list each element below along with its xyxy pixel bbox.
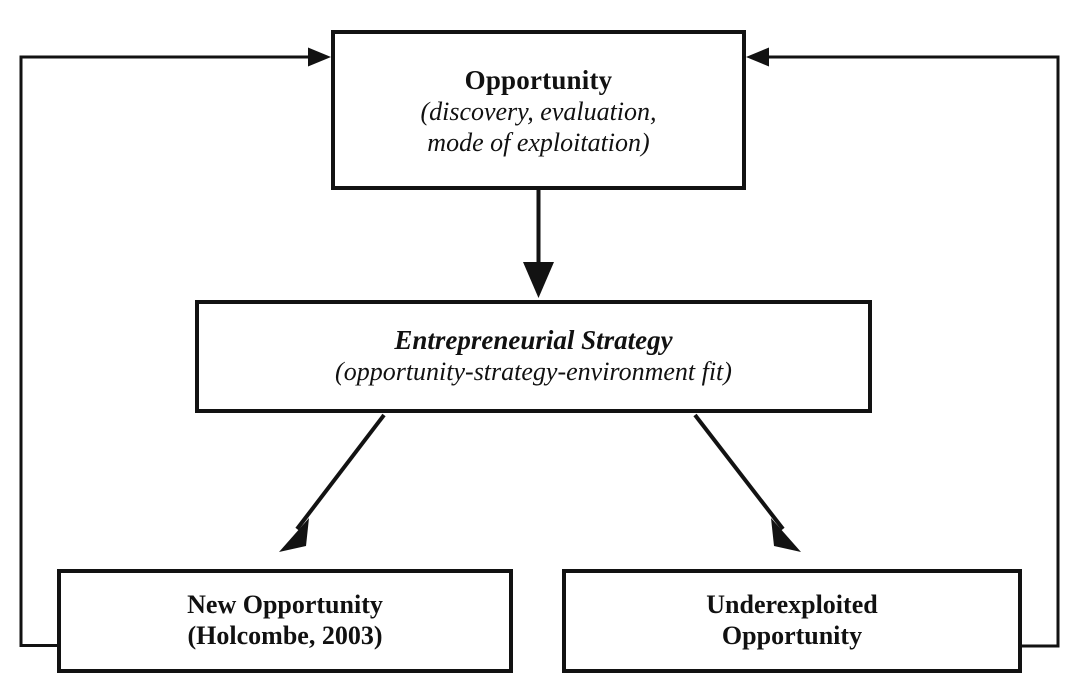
strategy-to-new-opportunity-arrowhead [279, 518, 309, 552]
node-opportunity-subtitle-line-1: (discovery, evaluation, [420, 97, 657, 127]
node-underexploited-opportunity-title-line-2: Opportunity [721, 621, 863, 650]
node-opportunity-subtitle-line-2: mode of exploitation) [427, 127, 650, 157]
node-underexploited-opportunity[interactable]: Underexploited Opportunity [562, 569, 1022, 673]
connector-strategy-to-new-opportunity [279, 413, 386, 552]
opportunity-to-strategy-arrowhead [523, 262, 554, 298]
node-opportunity-title: Opportunity [464, 65, 613, 96]
underexploited-feedback-arrowhead [746, 47, 769, 67]
node-entrepreneurial-strategy[interactable]: Entrepreneurial Strategy (opportunity-st… [195, 300, 872, 413]
new-opportunity-feedback-arrowhead [308, 47, 331, 67]
strategy-to-new-opportunity-line [295, 413, 386, 531]
node-new-opportunity-citation: (Holcombe, 2003) [187, 621, 383, 650]
node-new-opportunity[interactable]: New Opportunity (Holcombe, 2003) [57, 569, 513, 673]
strategy-to-underexploited-line [693, 413, 785, 531]
node-entrepreneurial-strategy-subtitle: (opportunity-strategy-environment fit) [335, 357, 732, 387]
node-new-opportunity-title: New Opportunity [187, 590, 383, 620]
node-entrepreneurial-strategy-title: Entrepreneurial Strategy [394, 325, 673, 356]
node-underexploited-opportunity-title-line-1: Underexploited [706, 590, 878, 620]
strategy-to-underexploited-arrowhead [771, 518, 801, 552]
connector-strategy-to-underexploited [693, 413, 801, 552]
node-opportunity[interactable]: Opportunity (discovery, evaluation, mode… [331, 30, 746, 190]
connector-opportunity-to-strategy [523, 190, 554, 298]
